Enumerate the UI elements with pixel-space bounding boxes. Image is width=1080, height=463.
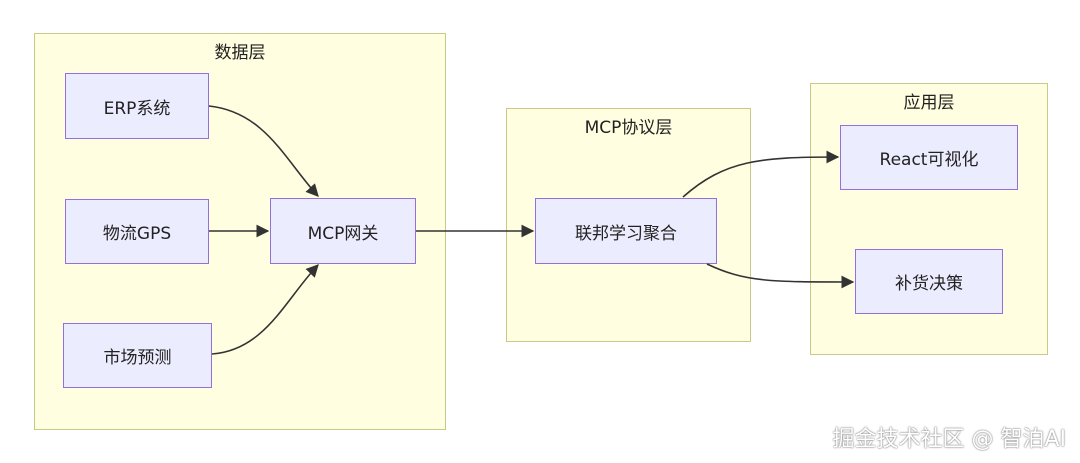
node-federated: 联邦学习聚合 (535, 198, 717, 264)
app-layer-title: 应用层 (903, 93, 955, 113)
node-restock: 补货决策 (855, 249, 1003, 314)
watermark: 掘金技术社区 @ 智泊AI (832, 427, 1066, 452)
node-gateway: MCP网关 (270, 198, 416, 264)
node-gps: 物流GPS (65, 199, 209, 264)
node-erp: ERP系统 (65, 73, 209, 139)
mcp-layer-title: MCP协议层 (584, 118, 673, 138)
node-market: 市场预测 (63, 323, 212, 388)
node-react: React可视化 (840, 125, 1018, 190)
data-layer-title: 数据层 (214, 43, 266, 63)
app-layer-group: 应用层 (810, 83, 1048, 355)
